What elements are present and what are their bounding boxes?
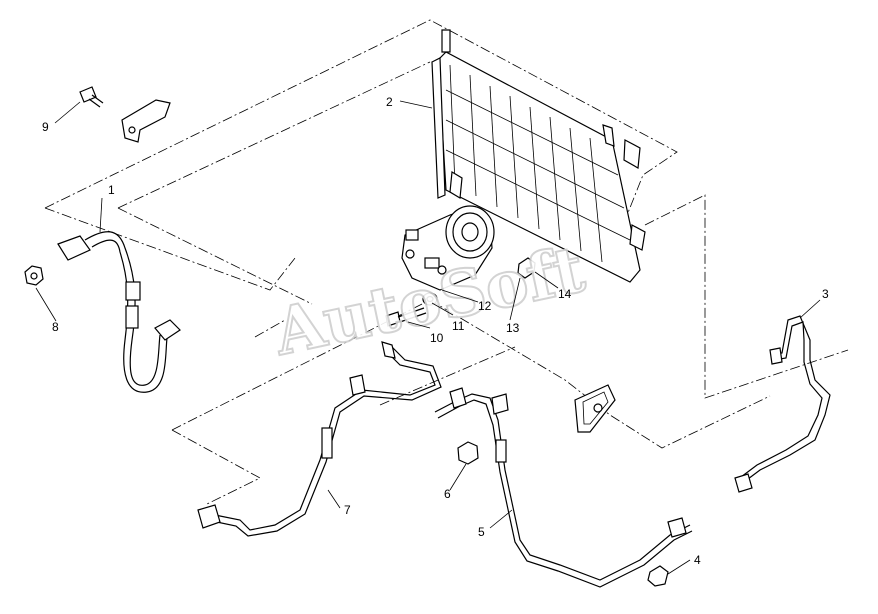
compressor-nut <box>517 257 536 279</box>
callout-12: 12 <box>478 299 492 313</box>
leader-lines <box>35 100 821 575</box>
refrigerant-line-7 <box>197 341 442 537</box>
condenser-fins <box>445 64 631 263</box>
callout-8: 8 <box>52 320 59 334</box>
bracket-bolt <box>79 86 104 108</box>
callout-13: 13 <box>506 321 520 335</box>
compressor <box>401 205 495 291</box>
callout-6: 6 <box>444 487 451 501</box>
refrigerant-line-5 <box>434 387 693 588</box>
compressor-bolt <box>385 307 427 327</box>
callout-10: 10 <box>430 331 444 345</box>
callout-7: 7 <box>344 503 351 517</box>
callout-1: 1 <box>108 183 115 197</box>
callout-2: 2 <box>386 95 393 109</box>
callout-5: 5 <box>478 525 485 539</box>
callout-4: 4 <box>694 553 701 567</box>
hex-nut-6 <box>457 441 479 465</box>
hex-nut-8 <box>24 265 44 286</box>
callout-3: 3 <box>822 287 829 301</box>
clip-4 <box>647 565 669 587</box>
refrigerant-line-3 <box>734 315 831 493</box>
mounting-bracket <box>121 99 171 143</box>
callout-11: 11 <box>452 319 465 333</box>
compressor-washer <box>422 292 438 306</box>
insulating-pad <box>574 384 616 433</box>
condenser <box>431 29 646 283</box>
callout-14: 14 <box>558 287 572 301</box>
callout-labels: 1 2 3 4 5 6 7 8 9 10 11 12 13 14 <box>42 95 829 567</box>
compressor-hose <box>57 231 181 393</box>
callout-9: 9 <box>42 120 49 134</box>
